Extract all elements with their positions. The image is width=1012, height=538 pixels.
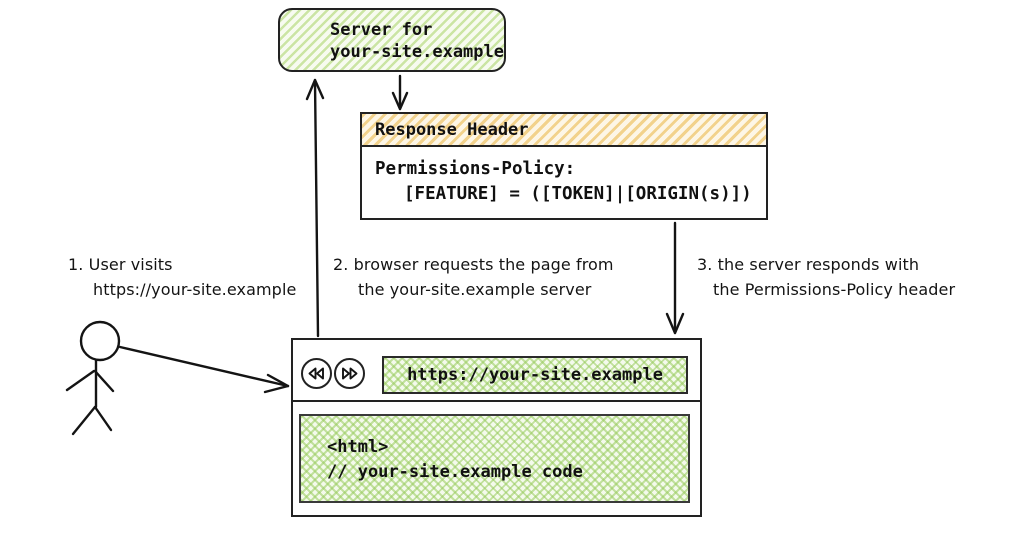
annotation-step3: 3. the server responds with the Permissi… <box>697 252 955 302</box>
feature-syntax-line: [FEATURE] = ([TOKEN]|[ORIGIN(s)]) <box>404 184 752 204</box>
response-header-box: Response Header Permissions-Policy: [FEA… <box>360 112 768 220</box>
server-box: Server for your-site.example <box>278 8 506 72</box>
back-button <box>301 358 332 389</box>
fast-forward-icon <box>342 367 358 380</box>
browser-window: https://your-site.example <html> // your… <box>291 338 702 517</box>
server-box-line2: your-site.example <box>330 42 504 62</box>
server-box-line1: Server for <box>330 20 433 40</box>
permissions-policy-line: Permissions-Policy: <box>375 159 576 179</box>
page-source-line2: // your-site.example code <box>327 462 583 482</box>
annotation-step2-line2: the your-site.example server <box>358 280 592 299</box>
response-header-body: Permissions-Policy: [FEATURE] = ([TOKEN]… <box>362 147 766 207</box>
annotation-step3-line2: the Permissions-Policy header <box>713 280 956 299</box>
page-source-line1: <html> <box>327 437 389 457</box>
browser-viewport: <html> // your-site.example code <box>293 402 700 515</box>
annotation-step1-line2: https://your-site.example <box>93 280 297 299</box>
arrow-browser-to-server <box>305 78 325 338</box>
stick-figure-user <box>65 320 121 436</box>
annotation-step1: 1. User visits https://your-site.example <box>68 252 296 302</box>
annotation-step1-line1: 1. User visits <box>68 255 173 274</box>
response-header-title: Response Header <box>362 114 766 147</box>
arrow-user-to-browser <box>118 345 290 394</box>
forward-button <box>334 358 365 389</box>
page-source-box: <html> // your-site.example code <box>299 414 690 503</box>
annotation-step2: 2. browser requests the page from the yo… <box>333 252 614 302</box>
browser-toolbar: https://your-site.example <box>293 340 700 402</box>
annotation-step2-line1: 2. browser requests the page from <box>333 255 614 274</box>
arrow-response-header-to-browser <box>665 221 685 335</box>
annotation-step3-line1: 3. the server responds with <box>697 255 920 274</box>
arrow-server-to-response-header <box>391 74 409 111</box>
url-bar: https://your-site.example <box>382 356 688 394</box>
rewind-icon <box>308 367 324 380</box>
